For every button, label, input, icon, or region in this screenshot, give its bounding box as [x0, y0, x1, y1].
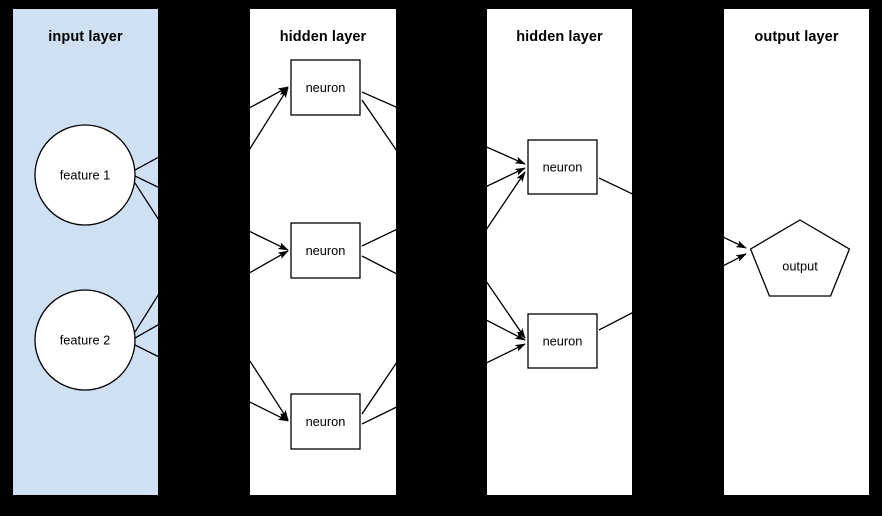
node-rect-hidden2-neuron-1[interactable]: [527, 139, 598, 195]
node-output-node[interactable]: output: [749, 219, 851, 297]
connector-e-h1n3-h2n1: [361, 362, 396, 415]
node-feature-1[interactable]: feature 1: [34, 124, 136, 226]
node-rect-hidden1-neuron-2[interactable]: [290, 222, 361, 279]
layer-graphics-hidden-layer-2: neuron neuron: [487, 139, 632, 369]
connector-e-f2-h1n3: [250, 401, 289, 422]
connector-e-h2n1-out: [724, 236, 747, 249]
connector-e-h2n2-out: [724, 253, 747, 267]
connector-e-h1n2-h2n2: [361, 255, 396, 275]
node-hidden1-neuron-2[interactable]: neuron: [290, 222, 361, 279]
connector-group: [724, 236, 747, 267]
connector-group: [487, 146, 632, 364]
node-label-hidden2-neuron-2: neuron: [543, 334, 583, 349]
connector-e-f1-h1n3: [250, 360, 289, 421]
node-feature-2[interactable]: feature 2: [34, 289, 136, 391]
connector-group: [134, 86, 747, 425]
node-pentagon-output-node[interactable]: [749, 219, 851, 297]
node-label-hidden2-neuron-1: neuron: [543, 160, 583, 175]
node-hidden2-neuron-1[interactable]: neuron: [527, 139, 598, 195]
node-rect-hidden1-neuron-1[interactable]: [290, 59, 361, 116]
connector-group: [134, 156, 158, 358]
connector-e-h1n2-h2n2: [487, 319, 526, 341]
node-rect-hidden1-neuron-3[interactable]: [290, 393, 361, 450]
layer-title-hidden-layer-1: hidden layer: [279, 29, 367, 45]
connector-e-h1n2-h2n1: [361, 229, 396, 247]
node-hidden2-neuron-2[interactable]: neuron: [527, 313, 598, 369]
layer-title-input-layer: input layer: [48, 29, 123, 45]
connector-e-h1n3-h2n1: [487, 171, 526, 230]
connector-e-h1n1-h2n1: [361, 91, 396, 108]
layer-panel-output-layer: output layer output: [724, 9, 869, 495]
layer-title-hidden-layer-2: hidden layer: [516, 29, 603, 45]
node-hidden1-neuron-3[interactable]: neuron: [290, 393, 361, 450]
node-label-hidden1-neuron-1: neuron: [306, 80, 346, 95]
layer-graphics-hidden-layer-1: neuron neuron neuron: [250, 59, 396, 450]
connector-e-f1-h1n1: [134, 156, 158, 171]
node-label-hidden1-neuron-3: neuron: [306, 414, 346, 429]
node-label-feature-2: feature 2: [60, 333, 111, 348]
connector-e-f2-h1n2: [250, 250, 289, 274]
node-rect-hidden2-neuron-2[interactable]: [527, 313, 598, 369]
node-hidden1-neuron-1[interactable]: neuron: [290, 59, 361, 116]
connector-e-h1n3-h2n2: [361, 406, 396, 425]
connector-e-f1-h1n1: [250, 86, 289, 109]
layer-panel-hidden-layer-1: hidden layer neuron neuron neuron: [250, 9, 396, 495]
connector-e-h2n2-out: [598, 312, 632, 331]
node-label-feature-1: feature 1: [60, 168, 111, 183]
node-label-hidden1-neuron-2: neuron: [306, 243, 346, 258]
connector-e-f2-h1n1: [250, 87, 289, 150]
connector-e-h2n1-out: [598, 177, 632, 195]
node-label-output-node: output: [782, 259, 818, 274]
connector-e-f2-h1n1: [134, 294, 158, 333]
connector-e-f2-h1n2: [134, 324, 158, 339]
connector-e-h1n1-h2n2: [361, 99, 396, 151]
connector-e-h1n3-h2n2: [487, 343, 526, 364]
connector-e-f2-h1n3: [134, 344, 158, 358]
connector-e-h1n1-h2n1: [487, 146, 526, 165]
layer-panel-input-layer: input layer feature 1 feature 2: [13, 9, 158, 495]
layer-panel-hidden-layer-2: hidden layer neuron neuron: [487, 9, 632, 495]
layer-graphics-input-layer: feature 1 feature 2: [34, 124, 158, 391]
layer-graphics-output-layer: output: [724, 219, 851, 297]
connector-e-f1-h1n2: [250, 230, 289, 251]
layer-title-output-layer: output layer: [754, 29, 839, 45]
